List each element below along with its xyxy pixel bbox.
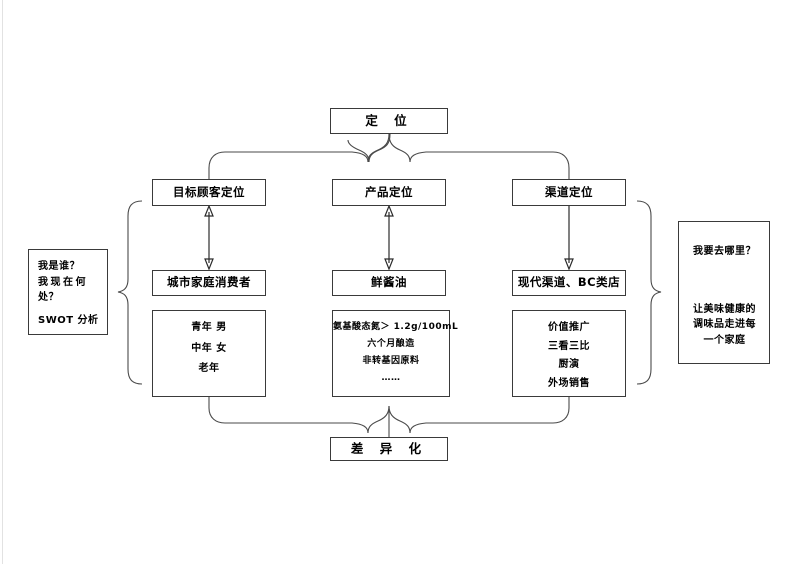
- detail-line: 氨基酸态氮＞ 1.2g/100mL: [333, 322, 459, 332]
- detail-line: 外场销售: [548, 377, 590, 389]
- detail-line: 中年 女: [191, 342, 227, 354]
- detail-line: 青年 男: [191, 322, 227, 333]
- category-label: 目标顾客定位: [173, 184, 245, 199]
- subject-box-target-customer[interactable]: 城市家庭消费者: [152, 270, 266, 296]
- category-box-target-customer[interactable]: 目标顾客定位: [152, 179, 266, 206]
- subject-box-product[interactable]: 鲜酱油: [332, 270, 446, 296]
- category-box-product[interactable]: 产品定位: [332, 179, 446, 206]
- subject-label: 鲜酱油: [371, 275, 407, 290]
- category-label: 渠道定位: [545, 184, 593, 199]
- detail-line: ……: [381, 373, 401, 384]
- category-box-channel[interactable]: 渠道定位: [512, 179, 626, 206]
- subject-label: 现代渠道、BC类店: [517, 275, 621, 290]
- right-note-answer-line: 调味品走进每: [693, 319, 756, 330]
- right-note-box[interactable]: 我要去哪里？ 让美味健康的 调味品走进每 一个家庭: [678, 221, 770, 364]
- page-edge-line: [2, 0, 3, 564]
- left-note-box[interactable]: 我是谁？ 我现在何 处？ SWOT 分析: [28, 249, 108, 335]
- right-note-question: 我要去哪里？: [693, 246, 756, 257]
- category-label: 产品定位: [365, 184, 413, 199]
- detail-line: 老年: [198, 363, 220, 374]
- bottom-brace-connector: [208, 397, 570, 437]
- detail-line: 六个月酿造: [367, 339, 415, 350]
- positioning-title-label: 定 位: [365, 112, 413, 128]
- arrow-column-1: [204, 204, 214, 271]
- left-curly-brace: [117, 200, 143, 385]
- arrow-column-3: [564, 206, 574, 271]
- detail-line: 价值推广: [548, 322, 590, 333]
- right-note-answer-line: 让美味健康的: [693, 303, 756, 315]
- detail-line: 厨演: [558, 359, 580, 370]
- positioning-title-box[interactable]: 定 位: [330, 108, 448, 134]
- detail-line: 三看三比: [548, 340, 590, 352]
- left-note-line: 我现在何: [38, 276, 88, 288]
- left-note-line: 处？: [38, 292, 59, 303]
- left-note-footer: SWOT 分析: [38, 314, 99, 326]
- right-note-answer-line: 一个家庭: [703, 334, 746, 346]
- detail-box-channel[interactable]: 价值推广 三看三比 厨演 外场销售: [512, 310, 626, 397]
- subject-label: 城市家庭消费者: [167, 275, 251, 290]
- left-note-line: 我是谁？: [38, 261, 80, 272]
- right-curly-brace: [636, 200, 662, 385]
- top-brace-connector: [208, 133, 570, 179]
- subject-box-channel[interactable]: 现代渠道、BC类店: [512, 270, 626, 296]
- detail-box-product[interactable]: 氨基酸态氮＞ 1.2g/100mL 六个月酿造 非转基因原料 ……: [332, 310, 459, 397]
- differentiation-label: 差 异 化: [350, 440, 428, 456]
- differentiation-box[interactable]: 差 异 化: [330, 437, 448, 461]
- detail-box-target-customer[interactable]: 青年 男 中年 女 老年: [152, 310, 266, 397]
- detail-line: 非转基因原料: [362, 356, 420, 367]
- arrow-column-2: [384, 204, 394, 271]
